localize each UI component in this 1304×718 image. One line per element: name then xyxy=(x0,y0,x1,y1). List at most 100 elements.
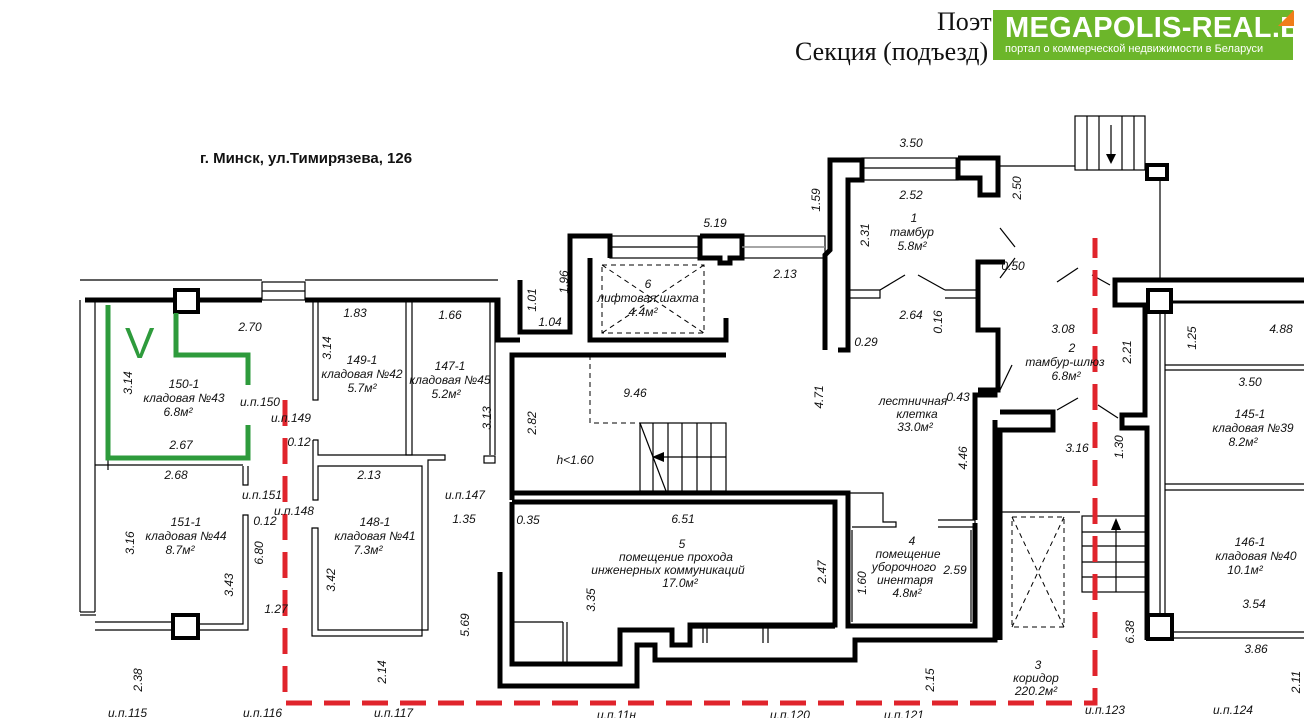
selection-marker: V xyxy=(125,319,155,368)
svg-text:2.21: 2.21 xyxy=(1120,340,1134,364)
svg-text:лестничная: лестничная xyxy=(878,394,948,408)
svg-text:0.12: 0.12 xyxy=(287,435,311,449)
ip-label: и.п.117 xyxy=(374,706,414,718)
svg-text:3.35: 3.35 xyxy=(584,588,598,612)
svg-text:коридор: коридор xyxy=(1013,671,1059,685)
svg-text:инженерных коммуникаций: инженерных коммуникаций xyxy=(591,563,745,577)
svg-text:уборочного: уборочного xyxy=(871,560,937,574)
svg-text:146-1: 146-1 xyxy=(1235,535,1266,549)
svg-text:2.59: 2.59 xyxy=(942,563,967,577)
svg-text:6.51: 6.51 xyxy=(671,512,694,526)
svg-text:5.69: 5.69 xyxy=(458,613,472,637)
ip-label: и.п.151 xyxy=(242,488,282,502)
svg-text:кладовая №41: кладовая №41 xyxy=(334,529,415,543)
svg-text:2.15: 2.15 xyxy=(923,668,937,693)
svg-text:0.16: 0.16 xyxy=(931,310,945,334)
svg-text:1.27: 1.27 xyxy=(264,602,289,616)
svg-text:0.12: 0.12 xyxy=(253,514,277,528)
svg-text:3.16: 3.16 xyxy=(1065,441,1089,455)
ip-label: и.п.147 xyxy=(445,488,486,502)
svg-text:3.16: 3.16 xyxy=(123,531,137,555)
svg-text:4: 4 xyxy=(909,534,916,548)
walls xyxy=(79,115,1304,689)
ip-label: и.п.116 xyxy=(243,706,282,718)
svg-text:1.66: 1.66 xyxy=(438,308,462,322)
svg-text:5: 5 xyxy=(679,537,686,551)
svg-text:151-1: 151-1 xyxy=(171,515,202,529)
svg-text:0.43: 0.43 xyxy=(946,390,970,404)
inventory-point-labels: и.п.150 и.п.149 и.п.151 и.п.148 и.п.147 … xyxy=(108,395,1253,718)
boundary-dashed-line xyxy=(282,238,1098,706)
svg-text:5.19: 5.19 xyxy=(703,216,727,230)
svg-text:2.31: 2.31 xyxy=(858,223,872,247)
svg-text:3.50: 3.50 xyxy=(899,136,923,150)
svg-text:1.96: 1.96 xyxy=(557,270,571,294)
logo-tagline: портал о коммерческой недвижимости в Бел… xyxy=(1005,43,1264,55)
svg-text:кладовая №45: кладовая №45 xyxy=(409,373,491,387)
svg-text:2.70: 2.70 xyxy=(237,320,262,334)
svg-text:4.8м²: 4.8м² xyxy=(893,586,923,600)
svg-text:4.4м²: 4.4м² xyxy=(629,305,659,319)
logo-corner-fold-icon xyxy=(1278,10,1294,26)
svg-text:0.35: 0.35 xyxy=(516,513,540,527)
svg-text:33.0м²: 33.0м² xyxy=(897,420,934,434)
highlighted-room-outline-upper xyxy=(173,313,251,385)
svg-text:4.71: 4.71 xyxy=(812,385,826,408)
svg-text:150-1: 150-1 xyxy=(169,377,200,391)
svg-text:7.3м²: 7.3м² xyxy=(354,543,384,557)
svg-text:145-1: 145-1 xyxy=(1235,407,1266,421)
svg-text:2.38: 2.38 xyxy=(131,668,145,693)
svg-text:17.0м²: 17.0м² xyxy=(662,576,699,590)
svg-text:2.13: 2.13 xyxy=(772,267,797,281)
svg-text:6.38: 6.38 xyxy=(1123,620,1137,644)
svg-text:4.88: 4.88 xyxy=(1269,322,1293,336)
megapolis-logo[interactable]: MEGAPOLIS-REAL.BY портал о коммерческой … xyxy=(993,10,1304,60)
plan-title: Поэт xyxy=(937,7,992,36)
svg-text:10.1м²: 10.1м² xyxy=(1227,563,1264,577)
logo-name: MEGAPOLIS-REAL.BY xyxy=(1005,12,1304,44)
svg-text:3.13: 3.13 xyxy=(480,406,494,430)
svg-text:1.83: 1.83 xyxy=(343,306,367,320)
svg-text:2.13: 2.13 xyxy=(356,468,381,482)
svg-text:1.59: 1.59 xyxy=(809,188,823,212)
svg-text:3.86: 3.86 xyxy=(1244,642,1268,656)
svg-text:6.8м²: 6.8м² xyxy=(1052,369,1082,383)
svg-text:3.14: 3.14 xyxy=(121,371,135,395)
ip-label: и.п.123 xyxy=(1085,703,1125,717)
svg-text:1: 1 xyxy=(911,211,918,225)
section-title: Секция (подъезд) xyxy=(795,37,988,66)
svg-text:1.60: 1.60 xyxy=(855,571,869,595)
svg-text:6: 6 xyxy=(645,277,652,291)
svg-text:2.68: 2.68 xyxy=(163,468,188,482)
svg-text:помещение прохода: помещение прохода xyxy=(619,550,733,564)
svg-text:кладовая №42: кладовая №42 xyxy=(321,367,403,381)
svg-text:кладовая №44: кладовая №44 xyxy=(145,529,227,543)
svg-text:2.47: 2.47 xyxy=(815,559,829,585)
svg-text:1.25: 1.25 xyxy=(1185,326,1199,350)
svg-text:3.50: 3.50 xyxy=(1238,375,1262,389)
svg-text:кладовая №39: кладовая №39 xyxy=(1212,421,1294,435)
ip-label: и.п.121 xyxy=(884,708,924,718)
ip-label: и.п.150 xyxy=(240,395,280,409)
ip-label: и.п.149 xyxy=(271,411,311,425)
svg-text:5.2м²: 5.2м² xyxy=(432,387,462,401)
svg-text:h<1.60: h<1.60 xyxy=(556,453,593,467)
svg-text:5.8м²: 5.8м² xyxy=(898,239,928,253)
svg-text:2.64: 2.64 xyxy=(898,308,923,322)
svg-text:кладовая №43: кладовая №43 xyxy=(143,391,225,405)
svg-text:1.01: 1.01 xyxy=(525,288,539,311)
